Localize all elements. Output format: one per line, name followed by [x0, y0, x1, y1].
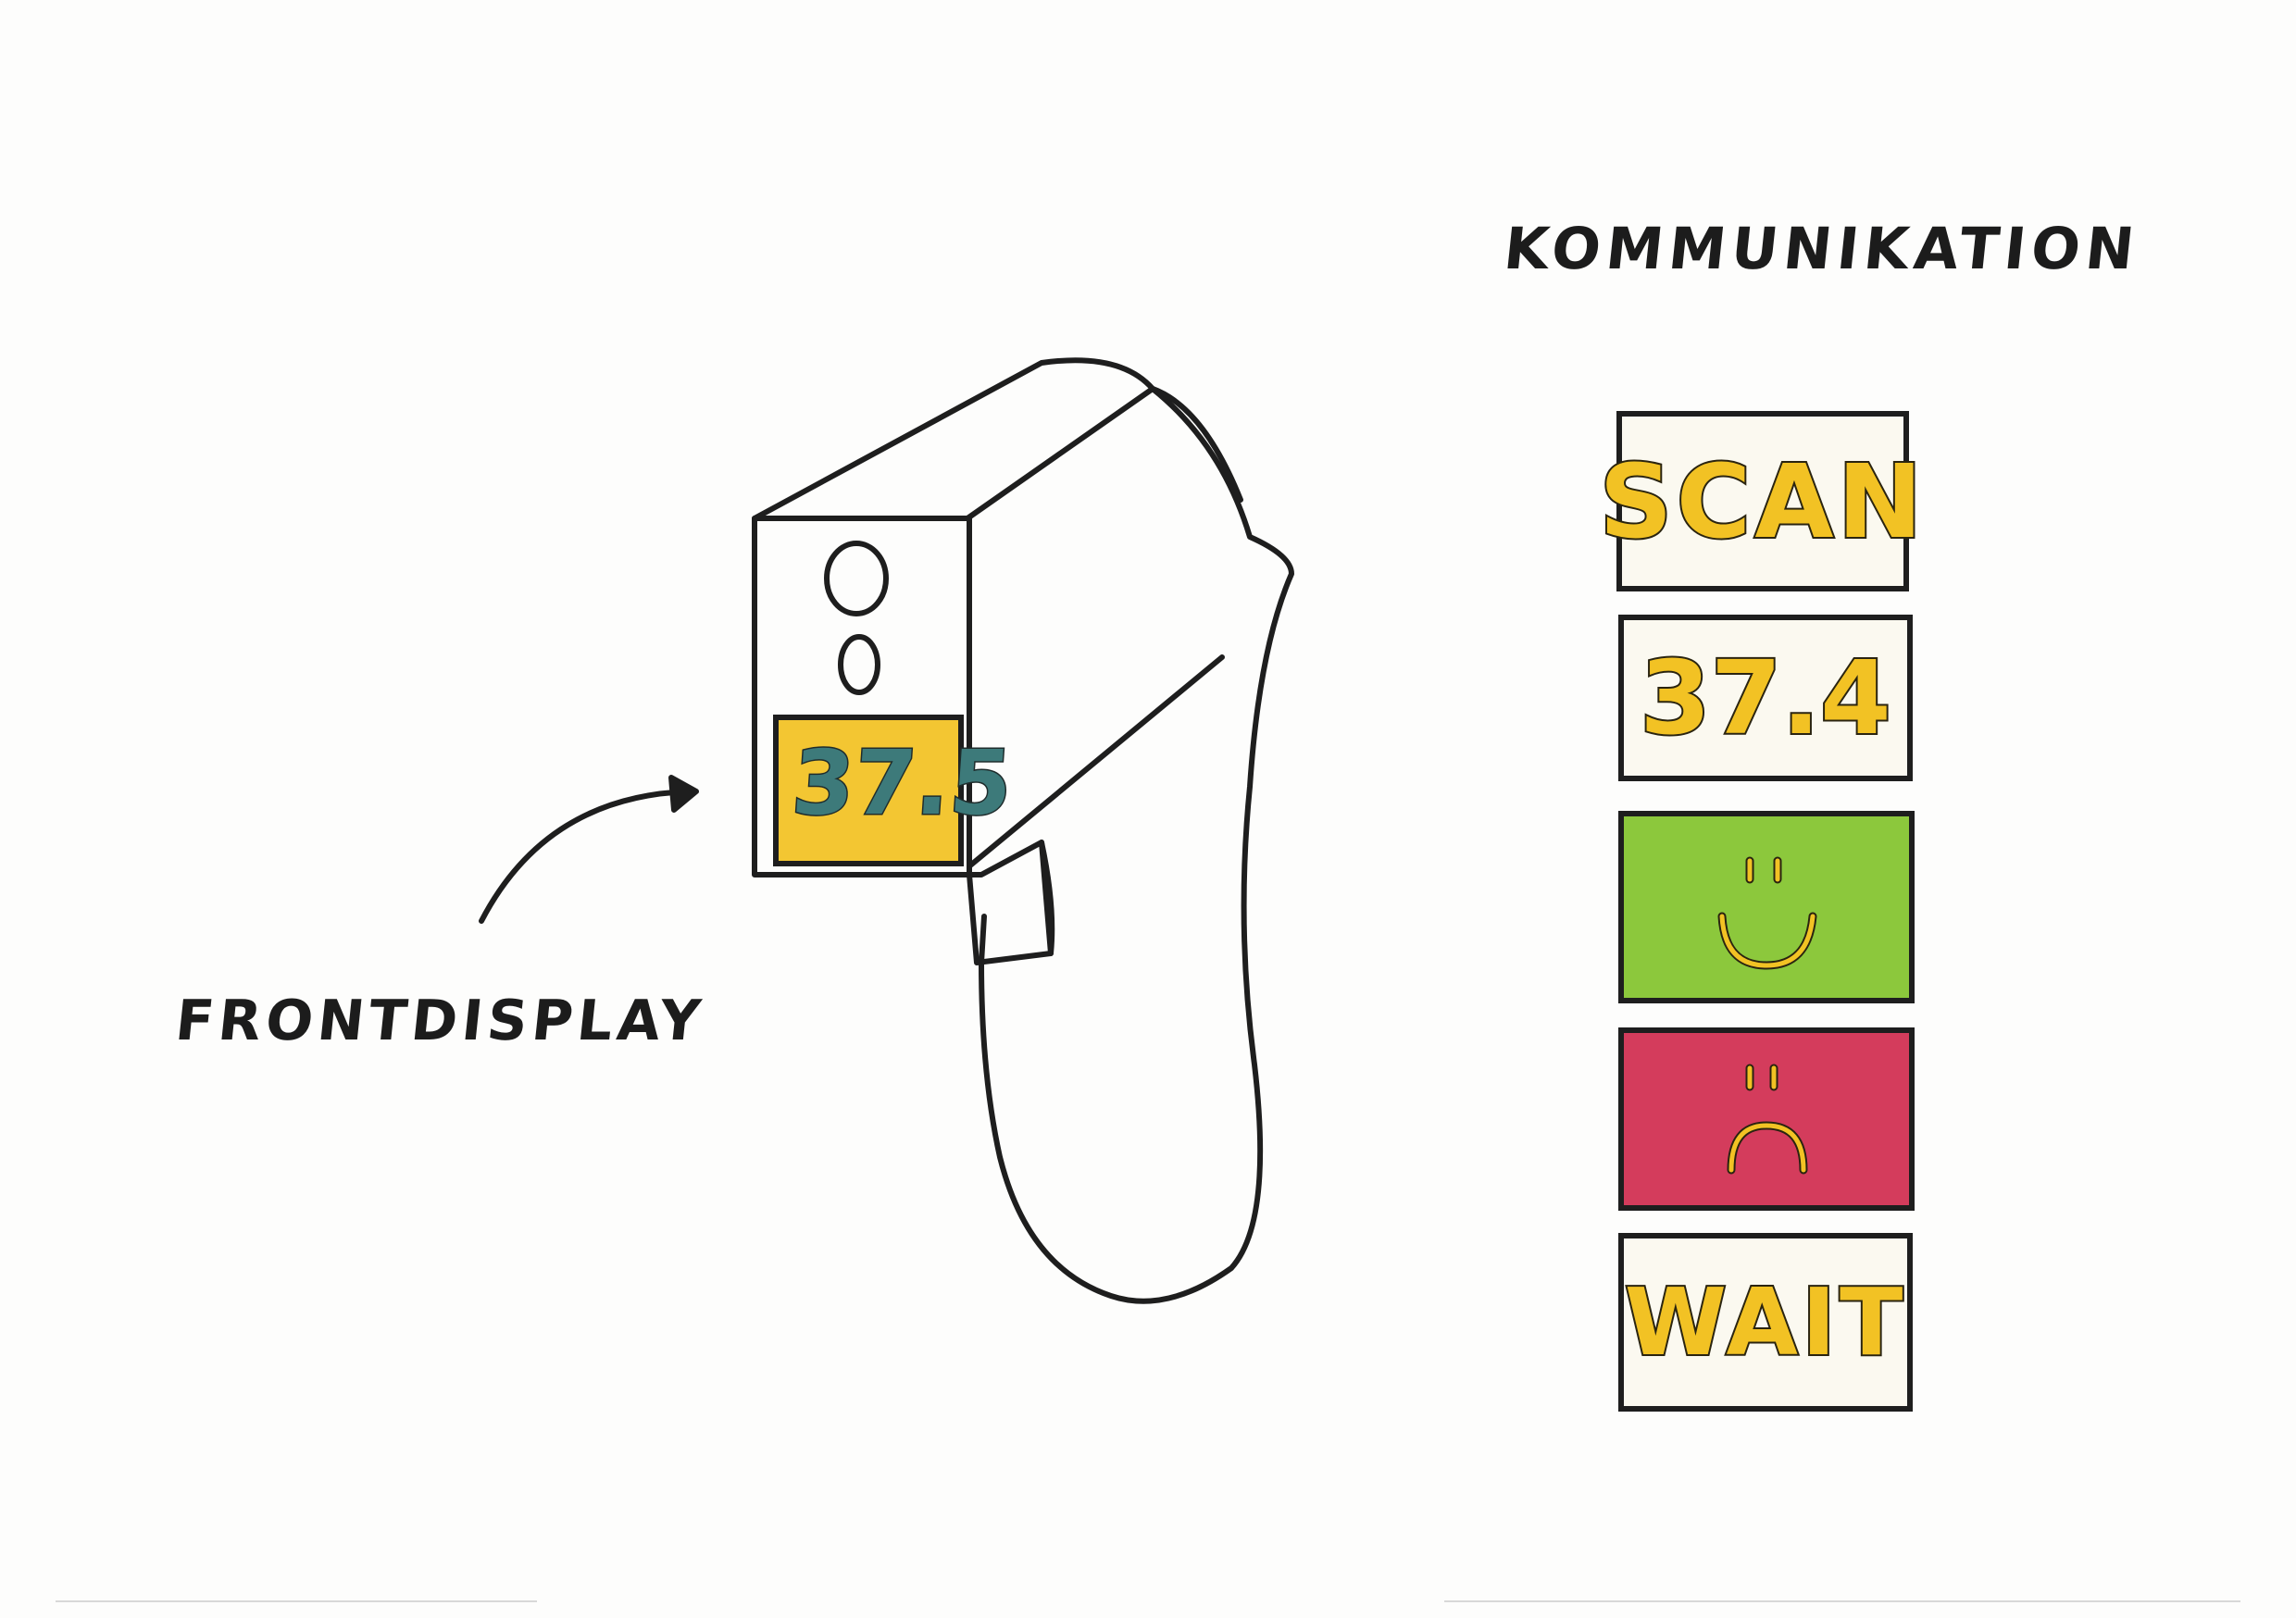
- wait-panel: WAIT: [1618, 1233, 1913, 1412]
- device-top-face: [752, 357, 1155, 521]
- page-edge-line: [56, 1600, 537, 1602]
- sensor-large-icon: [824, 541, 889, 616]
- arrow-curve: [479, 789, 693, 924]
- smiley-happy-icon: [1717, 856, 1817, 970]
- front-display-value: 37.5: [788, 730, 1017, 837]
- page-edge-line: [1444, 1600, 2240, 1602]
- device-trigger: [1039, 840, 1055, 956]
- device-front-face: [752, 516, 972, 877]
- temperature-panel: 37.4: [1618, 615, 1913, 781]
- smiley-sad-icon: [1727, 1064, 1808, 1175]
- ok-panel: [1618, 811, 1915, 1003]
- error-panel: [1618, 1027, 1915, 1211]
- device-side-crease: [967, 654, 1225, 868]
- temperature-value: 37.4: [1638, 637, 1892, 759]
- arrow-head-icon: [668, 775, 699, 813]
- wait-label: WAIT: [1623, 1266, 1907, 1378]
- sensor-small-icon: [838, 634, 880, 695]
- scan-panel: SCAN: [1597, 411, 1925, 591]
- front-display-screen: [773, 715, 964, 866]
- scan-label: SCAN: [1597, 441, 1927, 563]
- device-body-outline: [979, 386, 1294, 1304]
- device-top-edge: [1150, 386, 1243, 503]
- device-lower-front: [967, 840, 1054, 965]
